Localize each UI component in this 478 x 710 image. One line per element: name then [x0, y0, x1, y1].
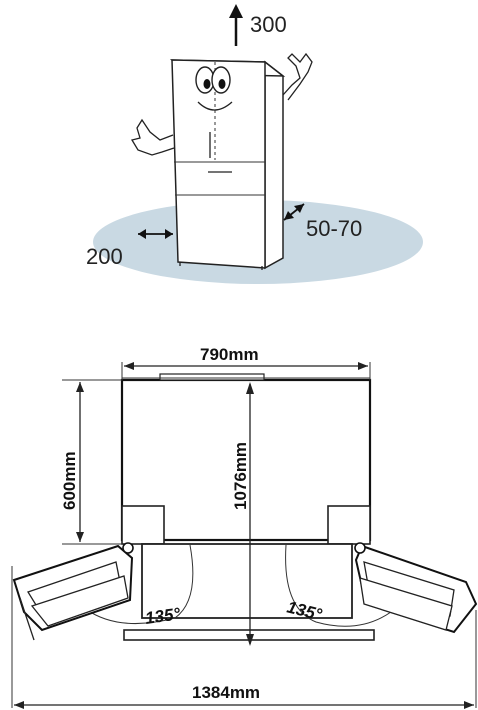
top-clearance-arrow: [229, 4, 243, 46]
depth-dimension: [246, 382, 254, 646]
fridge-right-arm: [282, 52, 313, 101]
depth-label: 1076mm: [231, 442, 250, 510]
door-dimension: [62, 379, 122, 545]
right-front-post: [327, 505, 371, 545]
left-front-post: [121, 505, 165, 545]
top-clearance-label: 300: [250, 12, 287, 37]
inner-cabinet: [141, 543, 353, 619]
fridge-smile: [197, 101, 233, 111]
fridge-eyes: [195, 66, 231, 94]
side-clearance-arrow: [138, 229, 173, 239]
angle-left-label: 135°: [144, 604, 182, 628]
cartoon-fridge: [130, 52, 313, 270]
side-clearance-label: 200: [86, 244, 123, 269]
right-open-door: [354, 542, 478, 634]
width-label: 790mm: [200, 345, 259, 364]
width-dimension: [121, 362, 371, 380]
door-label: 600mm: [60, 451, 79, 510]
back-clearance-label: 50-70: [306, 216, 362, 241]
back-clearance-arrow: [283, 203, 305, 221]
left-open-door: [12, 542, 134, 641]
clearance-illustration: 300 200 50-70: [86, 4, 423, 284]
fridge-left-arm: [130, 118, 175, 156]
total-width-label: 1384mm: [192, 683, 260, 702]
plan-view: 790mm 1076mm 600mm 135° 135° 1384mm: [11, 345, 478, 709]
total-width-dimension: [11, 566, 477, 709]
